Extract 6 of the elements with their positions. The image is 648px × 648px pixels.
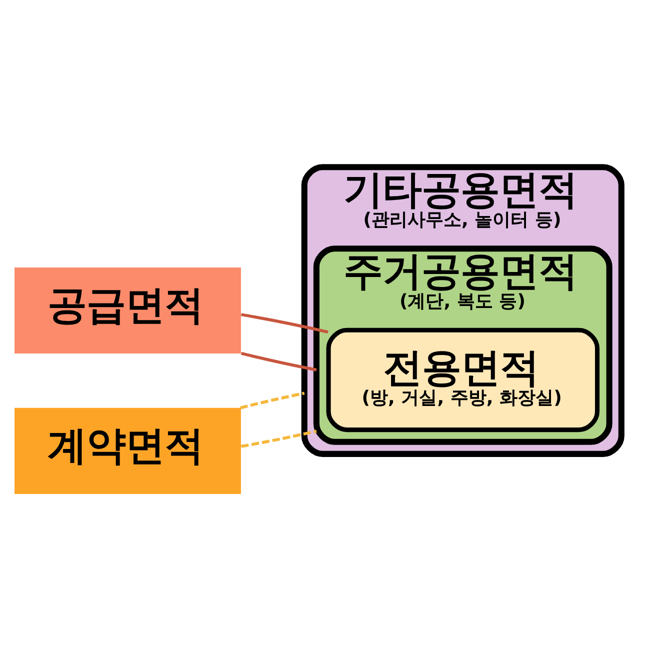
node-box: 계약면적 (14, 407, 241, 494)
node-box: 공급면적 (14, 267, 241, 354)
node-box: 전용면적 (방, 거실, 주방, 화장실) (326, 327, 600, 432)
connector (240, 429, 317, 448)
connector (240, 391, 305, 409)
connector (240, 312, 328, 334)
